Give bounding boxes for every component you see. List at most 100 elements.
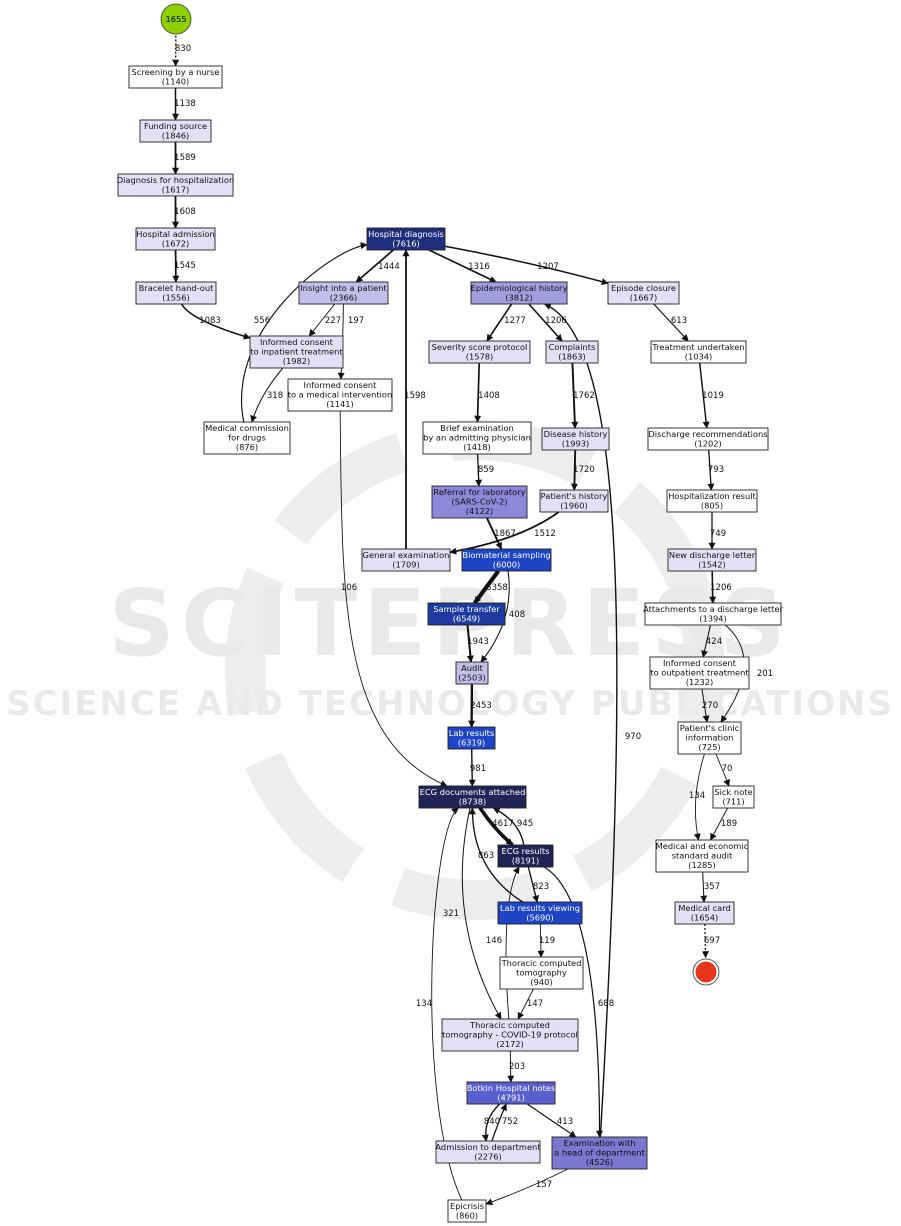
node-label: (1034) xyxy=(685,351,713,361)
node-box xyxy=(667,548,757,572)
node-box xyxy=(135,281,217,305)
edge-label: 146 xyxy=(486,936,502,946)
node-admit-dept[interactable]: Admission to department(2276) xyxy=(435,1140,541,1164)
node-box xyxy=(287,378,393,412)
edge-label: 945 xyxy=(517,819,533,829)
node-epid[interactable]: Epidemiological history(3812) xyxy=(470,281,568,305)
node-diag-hosp[interactable]: Diagnosis for hospitalization(1617) xyxy=(117,173,235,197)
edge-lab-view-to-thor-ct xyxy=(537,923,545,958)
edge-label: 1943 xyxy=(467,637,489,647)
node-label: (4791) xyxy=(497,1092,525,1102)
node-box xyxy=(139,119,212,143)
edge-label: 1762 xyxy=(573,391,595,401)
edge-thor-covid-to-ecg-results xyxy=(505,866,520,1020)
edge-ecg-results-to-exam-head xyxy=(543,866,604,1138)
node-botkin[interactable]: Botkin Hospital notes(4791) xyxy=(466,1081,556,1105)
node-new-disch[interactable]: New discharge letter(1542) xyxy=(667,548,757,572)
node-admission[interactable]: Hospital admission(1672) xyxy=(135,227,216,251)
node-lab-results[interactable]: Lab results(6319) xyxy=(447,726,496,750)
node-sick-note[interactable]: Sick note(711) xyxy=(712,785,755,809)
node-box xyxy=(712,785,755,809)
node-label: (SARS-CoV-2) xyxy=(452,497,508,507)
node-lab-view[interactable]: Lab results viewing(5690) xyxy=(497,901,583,925)
node-audit[interactable]: Audit(2503) xyxy=(455,661,489,685)
edge-botkin-to-exam-head xyxy=(526,1103,577,1138)
end-inner-circle xyxy=(695,961,717,983)
node-patient-hist[interactable]: Patient's history(1960) xyxy=(539,489,609,513)
node-label: (1140) xyxy=(162,76,190,86)
node-label: Audit xyxy=(461,663,484,673)
node-box xyxy=(677,721,742,755)
node-box xyxy=(447,1199,487,1223)
node-funding[interactable]: Funding source(1846) xyxy=(139,119,212,143)
node-complaints[interactable]: Complaints(1863) xyxy=(545,340,599,364)
node-label: Bracelet hand-out xyxy=(139,283,215,293)
node-box xyxy=(666,489,758,513)
node-box xyxy=(298,281,389,305)
node-box xyxy=(674,901,735,925)
node-screening[interactable]: Screening by a nurse(1140) xyxy=(128,65,223,89)
node-box xyxy=(499,956,584,990)
start-node[interactable]: 1655 xyxy=(160,3,192,35)
node-disease[interactable]: Disease history(1993) xyxy=(541,427,610,451)
node-severity[interactable]: Severity score protocol(1578) xyxy=(428,340,531,364)
node-label: Complaints xyxy=(549,342,596,352)
node-epicrisis[interactable]: Epicrisis(860) xyxy=(447,1199,487,1223)
edge-label: 1019 xyxy=(702,391,724,401)
node-label: Hospitalization result xyxy=(668,491,756,501)
node-label: for drugs xyxy=(228,433,266,443)
node-ecg-results[interactable]: ECG results(8191) xyxy=(497,844,554,868)
node-insight[interactable]: Insight into a patient(2366) xyxy=(298,281,389,305)
node-episode[interactable]: Episode closure(1667) xyxy=(607,281,680,305)
node-label: Lab results viewing xyxy=(500,903,580,913)
edge-exam-head-to-epid xyxy=(543,303,618,1138)
node-hosp-result[interactable]: Hospitalization result(805) xyxy=(666,489,758,513)
node-med-card[interactable]: Medical card(1654) xyxy=(674,901,735,925)
edge-epid-to-complaints xyxy=(528,303,563,342)
node-label: (4122) xyxy=(466,506,494,516)
node-gen-exam[interactable]: General examination(1709) xyxy=(361,548,451,572)
node-box xyxy=(470,281,568,305)
node-label: (1960) xyxy=(560,500,588,510)
node-box xyxy=(466,1081,556,1105)
edge-lab-results-to-ecg-docs xyxy=(468,748,476,787)
node-label: ECG documents attached xyxy=(420,787,526,797)
node-discharge-rec[interactable]: Discharge recommendations(1202) xyxy=(647,427,769,451)
node-treatment[interactable]: Treatment undertaken(1034) xyxy=(650,340,747,364)
node-label: (6000) xyxy=(493,559,521,569)
node-biomat[interactable]: Biomaterial sampling(6000) xyxy=(461,548,552,572)
node-box xyxy=(545,340,599,364)
node-box xyxy=(650,340,747,364)
node-label: Hospital admission xyxy=(136,229,215,239)
node-box xyxy=(427,602,506,626)
edge-insight-to-consent-inp xyxy=(308,303,336,337)
node-label: (2276) xyxy=(474,1151,502,1161)
node-referral[interactable]: Referral for laboratory(SARS-CoV-2)(4122… xyxy=(431,485,528,519)
node-label: (1578) xyxy=(466,351,494,361)
node-label: (711) xyxy=(722,796,744,806)
node-box xyxy=(649,656,750,690)
node-label: Diagnosis for hospitalization xyxy=(117,175,235,185)
node-hosp-diag[interactable]: Hospital diagnosis(7616) xyxy=(366,227,446,251)
node-label: Discharge recommendations xyxy=(648,429,767,439)
node-ecg-docs[interactable]: ECG documents attached(8738) xyxy=(418,785,527,809)
node-sample[interactable]: Sample transfer(6549) xyxy=(427,602,506,626)
node-label: (1667) xyxy=(630,292,658,302)
end-node[interactable] xyxy=(692,958,720,986)
edge-label: 157 xyxy=(536,1180,552,1190)
node-label: (1617) xyxy=(162,184,190,194)
node-attach[interactable]: Attachments to a discharge letter(1394) xyxy=(643,602,783,626)
node-label: (1672) xyxy=(162,238,190,248)
node-box xyxy=(366,227,446,251)
node-bracelet[interactable]: Bracelet hand-out(1556) xyxy=(135,281,217,305)
